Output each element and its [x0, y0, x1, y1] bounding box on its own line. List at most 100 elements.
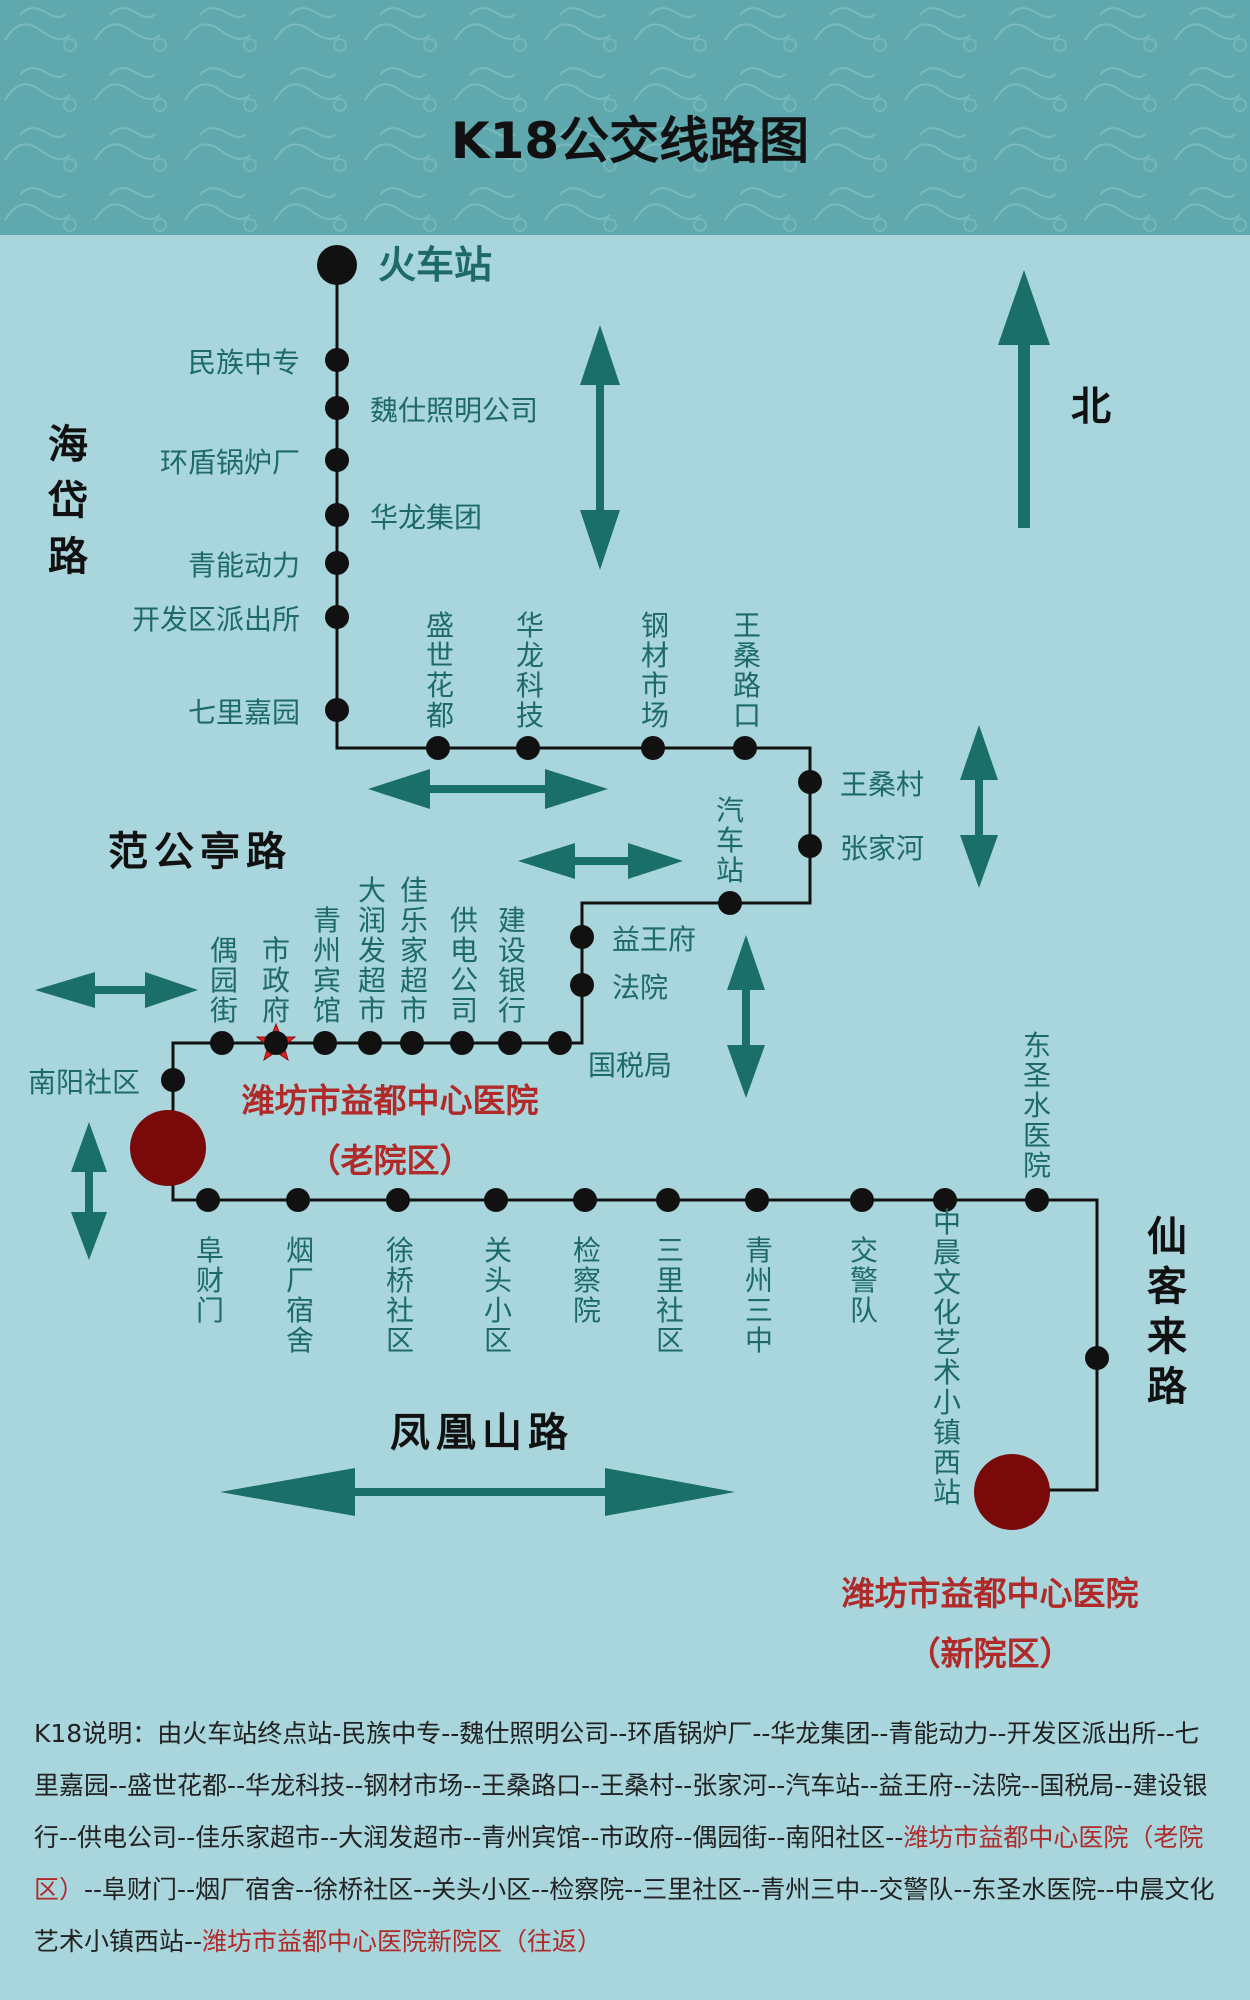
stop-marker [516, 736, 540, 760]
stop-marker [570, 973, 594, 997]
old-hospital-campus: （老院区） [308, 1141, 473, 1180]
stop-label: 益王府 [612, 923, 696, 956]
stop-label: 青州三中 [745, 1234, 773, 1357]
stop-marker [548, 1031, 572, 1055]
old-hospital-name: 潍坊市益都中心医院 [242, 1081, 539, 1120]
stop-marker [400, 1031, 424, 1055]
stop-label: 供电公司 [450, 904, 478, 1027]
stop-marker [450, 1031, 474, 1055]
direction-arrow-icon [518, 843, 683, 879]
stop-label: 市政府 [262, 934, 290, 1027]
stop-label: 偶园街 [210, 934, 238, 1027]
stop-label: 大润发超市 [358, 874, 386, 1027]
direction-arrow-icon [220, 1468, 735, 1516]
description-middle: --阜财门--烟厂宿舍--徐桥社区--关头小区--检察院--三里社区--青州三中… [34, 1875, 1215, 1956]
stop-marker [325, 698, 349, 722]
direction-arrow-icon [727, 935, 765, 1098]
stop-marker [570, 925, 594, 949]
header-banner: K18公交线路图 [0, 0, 1250, 235]
stop-label: 交警队 [850, 1234, 878, 1327]
stop-label: 徐桥社区 [386, 1234, 414, 1357]
stop-label: 盛世花都 [426, 609, 454, 732]
stop-marker [798, 770, 822, 794]
stop-label: 魏仕照明公司 [370, 394, 538, 427]
stop-marker [1025, 1188, 1049, 1212]
north-label: 北 [1071, 384, 1111, 430]
stop-marker [641, 736, 665, 760]
stop-label: 华龙科技 [516, 609, 544, 732]
stop-marker [325, 503, 349, 527]
description-old-hospital: 潍坊市益都中心医院（老院区） [34, 1823, 1204, 1904]
stop-marker [286, 1188, 310, 1212]
stop-marker [358, 1031, 382, 1055]
road-haidai: 海岱路 [47, 422, 89, 580]
direction-arrow-icon [960, 725, 998, 888]
stop-marker [313, 1031, 337, 1055]
stop-marker [325, 551, 349, 575]
stop-label: 法院 [612, 971, 668, 1004]
svg-text:仙客来路: 仙客来路 [1147, 1214, 1188, 1410]
stop-marker [933, 1188, 957, 1212]
stop-marker [210, 1031, 234, 1055]
stop-label: 烟厂宿舍 [286, 1234, 314, 1357]
map-title: K18公交线路图 [451, 112, 809, 170]
old-hospital-marker [130, 1110, 206, 1186]
stop-marker [484, 1188, 508, 1212]
stop-marker [656, 1188, 680, 1212]
stop-marker [850, 1188, 874, 1212]
stop-marker [498, 1031, 522, 1055]
stop-marker [325, 448, 349, 472]
stop-label: 七里嘉园 [188, 696, 300, 729]
stop-marker [1085, 1346, 1109, 1370]
svg-text:海岱路: 海岱路 [47, 422, 89, 580]
stop-marker [718, 891, 742, 915]
direction-arrow-icon [71, 1122, 107, 1260]
route-description: K18说明：由火车站终点站-民族中专--魏仕照明公司--环盾锅炉厂--华龙集团-… [34, 1708, 1224, 1968]
direction-arrow-icon [368, 769, 608, 809]
stop-label: 华龙集团 [370, 501, 482, 534]
stop-label: 建设银行 [498, 904, 526, 1027]
new-hospital-campus: （新院区） [908, 1634, 1073, 1673]
stop-marker [733, 736, 757, 760]
road-fenghuangshan: 凤凰山路 [390, 1410, 574, 1456]
stop-label: 东圣水医院 [1023, 1029, 1051, 1182]
stop-label: 佳乐家超市 [400, 874, 428, 1027]
stop-label: 王桑村 [840, 768, 924, 801]
stop-label: 王桑路口 [733, 609, 761, 732]
stop-label: 阜财门 [196, 1234, 224, 1327]
new-hospital-name: 潍坊市益都中心医院 [842, 1574, 1139, 1613]
road-fangongting: 范公亭路 [108, 829, 292, 875]
stop-label: 民族中专 [188, 346, 300, 379]
stop-marker [325, 348, 349, 372]
description-prefix: K18说明：由火车站终点站-民族中专--魏仕照明公司--环盾锅炉厂--华龙集团-… [34, 1719, 1208, 1852]
stop-marker [573, 1188, 597, 1212]
north-arrow-icon [998, 270, 1050, 528]
terminal-train-station-label: 火车站 [378, 243, 492, 287]
stop-marker [264, 1031, 288, 1055]
stop-marker [325, 396, 349, 420]
stop-label: 三里社区 [656, 1234, 684, 1357]
direction-arrow-icon [35, 972, 198, 1008]
road-xiankelai: 仙客来路 [1147, 1214, 1188, 1410]
stop-label: 开发区派出所 [132, 603, 300, 636]
stop-label: 国税局 [588, 1049, 672, 1082]
stop-marker [426, 736, 450, 760]
new-hospital-marker [974, 1454, 1050, 1530]
stop-label: 张家河 [840, 832, 924, 865]
stop-label: 汽车站 [716, 794, 744, 887]
stop-marker [745, 1188, 769, 1212]
stop-marker [161, 1068, 185, 1092]
stop-label: 南阳社区 [28, 1066, 140, 1099]
terminal-train-station-marker [317, 245, 357, 285]
stop-label: 中晨文化艺术小镇西站 [933, 1206, 961, 1509]
stop-marker [798, 834, 822, 858]
description-new-hospital: 潍坊市益都中心医院新院区（往返） [202, 1927, 603, 1956]
stop-label: 检察院 [573, 1234, 601, 1327]
stop-label: 钢材市场 [641, 609, 669, 732]
stop-label: 环盾锅炉厂 [160, 446, 300, 479]
stop-label: 青能动力 [188, 549, 300, 582]
stop-marker [386, 1188, 410, 1212]
stop-label: 青州宾馆 [313, 904, 341, 1027]
